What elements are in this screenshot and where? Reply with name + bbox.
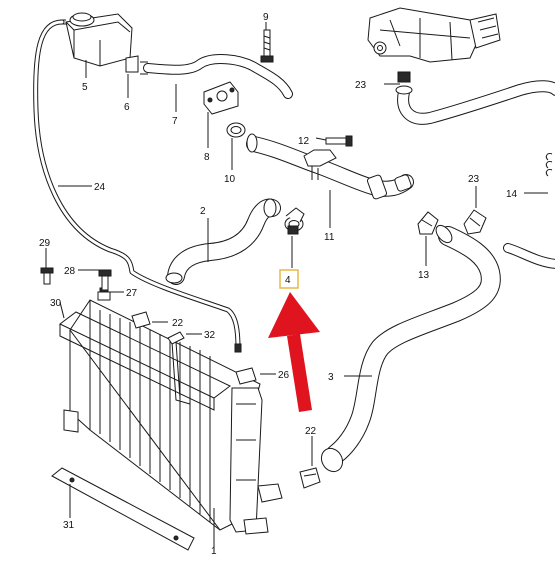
callout-31: 31 [63, 520, 75, 531]
red-arrow-shaft [287, 334, 312, 412]
clamp-22-right [299, 467, 321, 489]
highlight-box [279, 269, 299, 289]
bracket-32 [167, 331, 191, 405]
o-ring-10 [226, 122, 246, 138]
callout-24: 24 [94, 182, 106, 193]
callout-6: 6 [124, 102, 130, 113]
hose-2 [165, 198, 281, 285]
expansion-tank [60, 12, 133, 67]
callout-10: 10 [224, 174, 236, 185]
red-arrow-icon [268, 292, 320, 412]
callout-23b: 23 [468, 174, 480, 185]
callout-27: 27 [126, 288, 138, 299]
callout-22b: 22 [305, 426, 317, 437]
bolt-9 [260, 29, 274, 63]
callout-5: 5 [82, 82, 88, 93]
hose-23-top [395, 80, 555, 125]
callout-23a: 23 [355, 80, 367, 91]
callout-22a: 22 [172, 318, 184, 329]
clamp-22-left [131, 311, 151, 329]
callout-14: 14 [506, 189, 518, 200]
hose-7 [125, 54, 293, 99]
bracket-14 [545, 153, 553, 177]
clamp-23 [463, 209, 487, 235]
callout-13: 13 [418, 270, 430, 281]
callout-1: 1 [211, 546, 217, 557]
callout-11: 11 [324, 232, 335, 243]
red-arrow-head [268, 292, 320, 338]
hose-24 [33, 19, 242, 353]
pipe-11 [246, 133, 414, 200]
callout-9: 9 [263, 12, 269, 23]
callout-28: 28 [64, 266, 76, 277]
callout-3: 3 [328, 372, 334, 383]
clamp-4 [284, 207, 305, 235]
callout-labels: 1 2 3 4 5 6 7 8 9 10 11 12 13 14 22 22 2… [39, 12, 518, 557]
bolt-28 [98, 269, 112, 291]
callout-26: 26 [278, 370, 290, 381]
callout-29: 29 [39, 238, 51, 249]
bracket-31 [51, 467, 195, 551]
clamp-13 [417, 211, 439, 235]
small-hose-right [503, 243, 555, 269]
leader-lines [45, 22, 548, 552]
hose-3 [320, 224, 501, 473]
radiator [59, 299, 283, 548]
thermostat-housing [367, 7, 501, 83]
callout-8: 8 [204, 152, 210, 163]
callout-4: 4 [285, 275, 291, 286]
callout-30: 30 [50, 298, 62, 309]
callout-2: 2 [200, 206, 206, 217]
bolt-29 [40, 267, 54, 285]
callout-12: 12 [298, 136, 310, 147]
callout-32: 32 [204, 330, 216, 341]
bolt-12 [325, 135, 353, 147]
callout-7: 7 [172, 116, 178, 127]
part-26 [235, 367, 257, 385]
flange-8 [203, 81, 239, 115]
